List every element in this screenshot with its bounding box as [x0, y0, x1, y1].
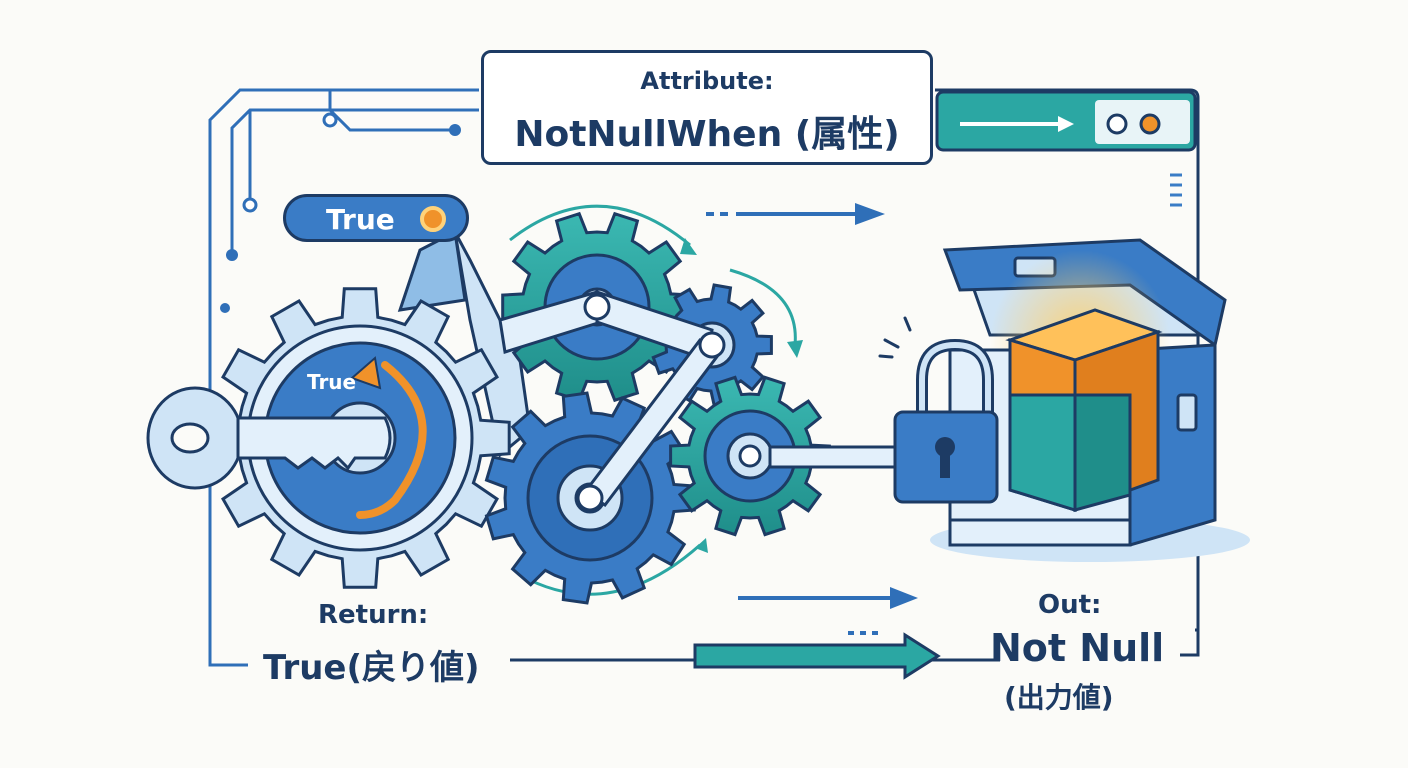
window-bar — [935, 90, 1197, 152]
out-caption: Out: — [1038, 590, 1102, 620]
padlock-icon — [893, 338, 999, 504]
rotation-arrows — [509, 204, 797, 596]
out-value: Not Null — [990, 626, 1165, 670]
key-icon — [146, 386, 392, 490]
orange-indicator-icon — [420, 206, 446, 232]
circuit-lines-left — [208, 88, 479, 667]
chest — [930, 238, 1250, 562]
frame-ticks — [1170, 173, 1182, 207]
attribute-box: Attribute: NotNullWhen (属性) — [481, 50, 933, 165]
flow-arrow-middle — [738, 587, 918, 609]
attribute-title: NotNullWhen (属性) — [514, 114, 900, 155]
flow-arrow-bottom — [693, 631, 941, 680]
attribute-caption: Attribute: — [640, 67, 774, 95]
circuit-nodes — [220, 112, 461, 313]
linkage-pivots — [576, 293, 726, 512]
return-value: True(戻り値) — [263, 648, 480, 688]
return-caption: Return: — [318, 600, 429, 630]
pointer-tail — [397, 229, 467, 312]
flow-arrow-top — [706, 203, 885, 225]
out-subtitle: (出力値) — [1004, 681, 1114, 714]
true-bubble: True — [283, 194, 469, 242]
gear-right — [669, 375, 831, 537]
true-bubble-label: True — [326, 203, 395, 236]
spark-lines — [878, 316, 912, 359]
gear-true-label: True — [307, 370, 357, 394]
